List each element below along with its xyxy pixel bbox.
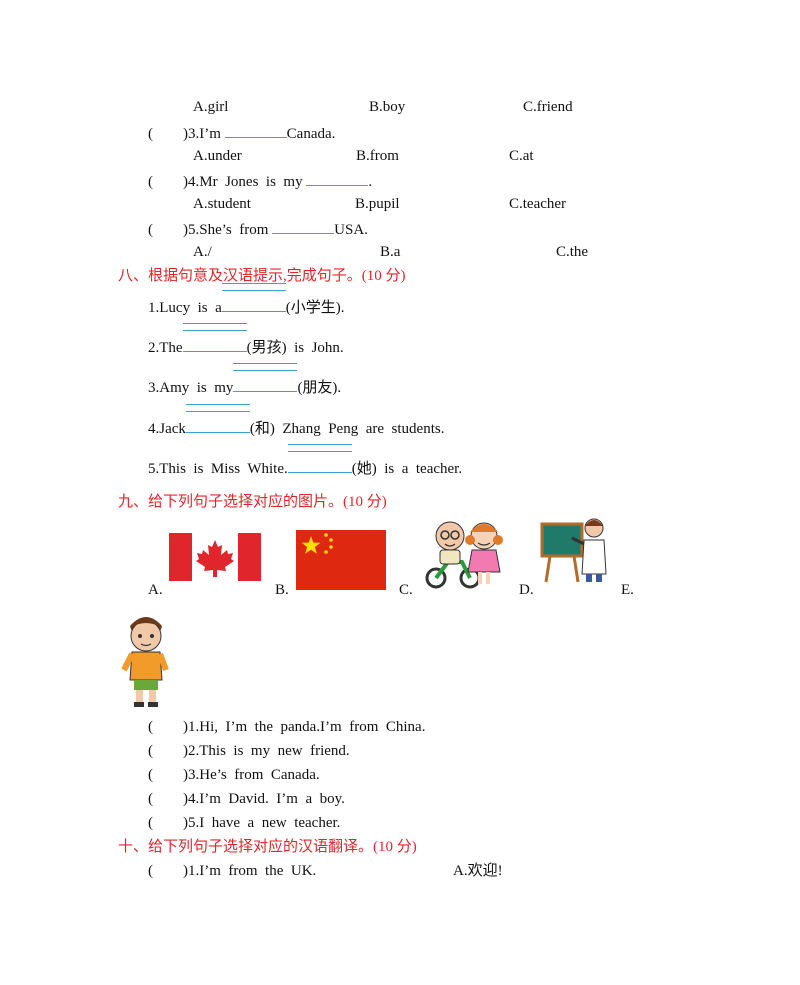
q5-paren: ( <box>148 222 153 238</box>
s8-item-1-after: (小学生). <box>285 300 345 316</box>
s8-item-4: 4.Jack (和) Zhang Peng are students. <box>148 404 445 438</box>
q3-paren: ( <box>148 126 153 142</box>
q2-option-a: A.girl <box>193 99 229 115</box>
q4-text: )4.Mr Jones is my <box>183 174 303 190</box>
s9-item-2-paren: ( <box>148 743 153 759</box>
s10-item-1-text: )1.I’m from the UK. <box>183 863 317 879</box>
s9-item-5-text: )5.I have a new teacher. <box>183 815 341 831</box>
q3-text: )3.I’m <box>183 126 221 142</box>
s9-item-4-text: )4.I’m David. I’m a boy. <box>183 791 345 807</box>
s8-item-5: 5.This is Miss White. (她) is a teacher. <box>148 444 463 478</box>
s10-item-1-paren: ( <box>148 863 153 879</box>
q4-paren: ( <box>148 174 153 190</box>
s8-item-3-after: (朋友). <box>297 380 342 396</box>
q4-option-c: C.teacher <box>509 196 567 212</box>
picture-label-c: C. <box>399 582 413 598</box>
picture-label-a: A. <box>148 582 163 598</box>
s10-item-1: ( )1.I’m from the UK. <box>148 862 316 880</box>
section-9-heading: 九、给下列句子选择对应的图片。(10 分) <box>118 494 387 510</box>
s10-item-1-option-a: A.欢迎! <box>453 863 503 879</box>
s9-item-5-paren: ( <box>148 815 153 831</box>
china-flag-icon <box>296 530 386 590</box>
s8-item-5-after: (她) is a teacher. <box>351 461 463 477</box>
section-8-heading: 八、根据句意及汉语提示,完成句子。(10 分) <box>118 268 406 284</box>
q5-after: USA. <box>334 222 368 238</box>
s9-item-5: ( )5.I have a new teacher. <box>148 814 340 832</box>
q5-option-c: C.the <box>556 244 589 260</box>
s8-item-2: 2.The (男孩) is John. <box>148 323 344 357</box>
picture-label-b: B. <box>275 582 289 598</box>
q5-option-b: B.a <box>380 244 401 260</box>
s9-item-3-paren: ( <box>148 767 153 783</box>
q3-option-c: C.at <box>509 148 534 164</box>
q5-option-a: A./ <box>193 244 212 260</box>
s8-item-2-after: (男孩) is John. <box>246 340 344 356</box>
s8-item-5-blank[interactable] <box>287 444 352 473</box>
s8-item-4-blank[interactable] <box>185 404 250 433</box>
q3-option-a: A.under <box>193 148 242 164</box>
s8-item-3: 3.Amy is my (朋友). <box>148 363 342 397</box>
s8-item-1-blank[interactable] <box>221 283 286 312</box>
s9-item-2-text: )2.This is my new friend. <box>183 743 350 759</box>
q2-option-c: C.friend <box>523 99 573 115</box>
s8-item-2-blank[interactable] <box>182 323 247 352</box>
s9-item-3-text: )3.He’s from Canada. <box>183 767 320 783</box>
q5-row: ( )5.She’s from USA. <box>148 219 368 239</box>
q4-blank[interactable] <box>306 171 369 186</box>
s9-item-3: ( )3.He’s from Canada. <box>148 766 320 784</box>
q3-option-b: B.from <box>356 148 399 164</box>
q3-row: ( )3.I’m Canada. <box>148 123 335 143</box>
q2-option-b: B.boy <box>369 99 406 115</box>
s8-item-3-before: 3.Amy is my <box>148 380 234 396</box>
s8-item-4-after: (和) Zhang Peng are students. <box>249 421 445 437</box>
picture-label-e: E. <box>621 582 634 598</box>
s9-item-4-paren: ( <box>148 791 153 807</box>
s8-item-2-before: 2.The <box>148 340 183 356</box>
s9-item-1-paren: ( <box>148 719 153 735</box>
s8-item-4-before: 4.Jack <box>148 421 186 437</box>
q4-option-a: A.student <box>193 196 251 212</box>
canada-flag-icon <box>169 533 261 581</box>
s9-item-1-text: )1.Hi, I’m the panda.I’m from China. <box>183 719 426 735</box>
picture-label-d: D. <box>519 582 534 598</box>
s9-item-4: ( )4.I’m David. I’m a boy. <box>148 790 345 808</box>
q4-row: ( )4.Mr Jones is my . <box>148 171 372 191</box>
section-10-heading: 十、给下列句子选择对应的汉语翻译。(10 分) <box>118 839 417 855</box>
q4-after: . <box>368 174 373 190</box>
s9-item-1: ( )1.Hi, I’m the panda.I’m from China. <box>148 718 425 736</box>
s9-item-2: ( )2.This is my new friend. <box>148 742 350 760</box>
s8-item-3-blank[interactable] <box>233 363 298 392</box>
s8-item-1: 1.Lucy is a (小学生). <box>148 283 345 317</box>
kids-on-bike-icon <box>425 521 503 589</box>
q3-blank[interactable] <box>224 123 287 138</box>
boy-cartoon-icon <box>121 617 169 707</box>
teacher-at-board-icon <box>540 518 607 583</box>
q3-after: Canada. <box>286 126 336 142</box>
q4-option-b: B.pupil <box>355 196 400 212</box>
s8-item-5-before: 5.This is Miss White. <box>148 461 288 477</box>
q5-blank[interactable] <box>272 219 335 234</box>
s8-item-1-before: 1.Lucy is a <box>148 300 222 316</box>
q5-text: )5.She’s from <box>183 222 269 238</box>
